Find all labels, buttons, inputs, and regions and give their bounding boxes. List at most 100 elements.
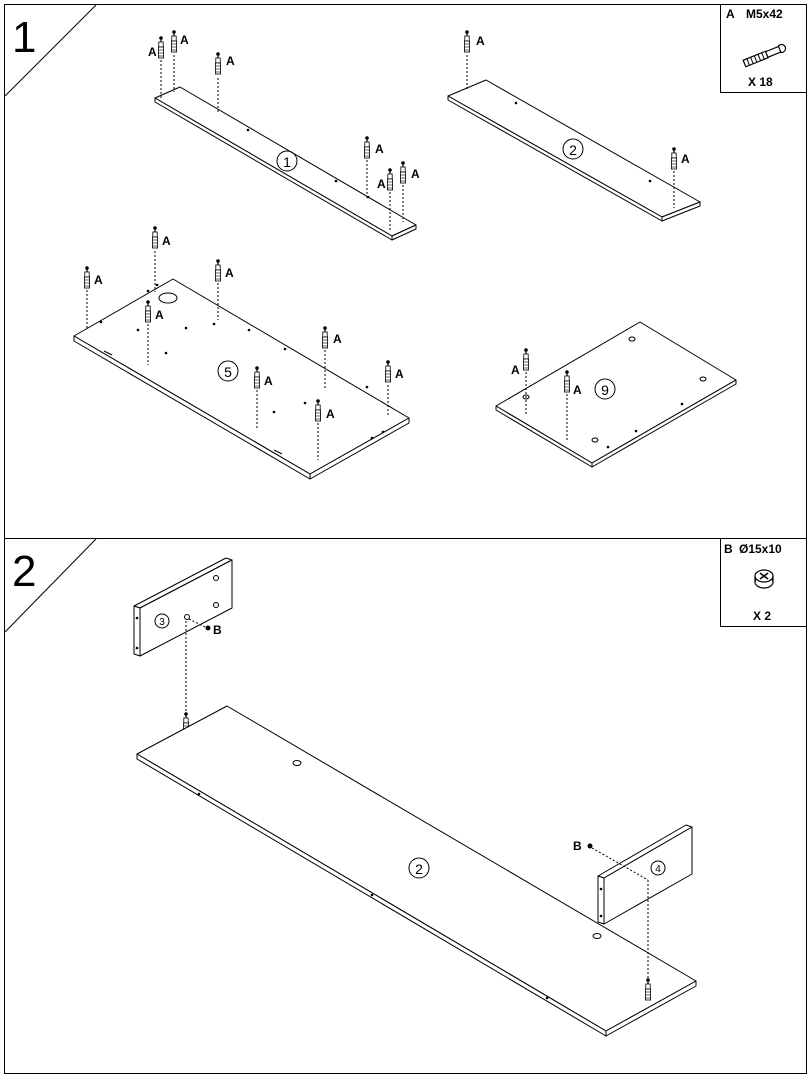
fastener-label: A [155, 308, 164, 322]
panel-1: 1 A A A A A A [148, 29, 420, 241]
cam-lock-icon [754, 569, 774, 589]
fastener-label: A [333, 332, 342, 346]
drill-hole [606, 445, 610, 449]
drill-hole [370, 436, 374, 440]
fastener-label: B [573, 839, 582, 853]
cam-bolt [151, 225, 159, 249]
cam-bolt [214, 51, 222, 75]
drill-hole [334, 179, 338, 183]
part-number: 1 [283, 154, 291, 170]
panel-face [661, 201, 701, 222]
part-letter: A [726, 7, 735, 21]
drill-hole [247, 328, 251, 332]
panel-face [591, 379, 737, 468]
step-number-corner [4, 4, 97, 97]
panel-4: 4 B [573, 824, 693, 1001]
drill-hole [634, 429, 638, 433]
cam-bolt [83, 265, 91, 289]
cam-bolt [670, 146, 678, 170]
fastener-label: A [180, 33, 189, 47]
drill-hole [135, 616, 139, 620]
drill-hole [197, 792, 201, 796]
part-number: 3 [159, 617, 165, 628]
panel-face [154, 97, 393, 241]
part-number: 5 [224, 364, 232, 380]
drill-hole [381, 430, 385, 434]
panel-face [447, 95, 663, 222]
panel-5: 5 A A A A A A A A [73, 225, 410, 480]
panel-2: 2 A A [447, 29, 701, 222]
step-1: 1 A M5x42 X 18 1 [4, 4, 807, 480]
drill-hole [599, 914, 603, 918]
part-number: 9 [601, 382, 609, 398]
cam-bolt [157, 35, 165, 59]
insertion-guide [188, 618, 208, 629]
fastener-label: A [226, 54, 235, 68]
drill-hole [146, 289, 150, 293]
panel-2-shelf: 2 [136, 705, 697, 1037]
fastener-label: A [395, 367, 404, 381]
part-box-a: A M5x42 X 18 [720, 4, 807, 93]
drill-hole [136, 328, 140, 332]
cam-bolt [384, 359, 392, 383]
drill-hole [155, 283, 159, 287]
cam-bolt [363, 135, 371, 159]
drill-hole [283, 347, 287, 351]
fastener-label: A [411, 167, 420, 181]
cam-bolt [399, 160, 407, 184]
drill-hole [184, 326, 188, 330]
drill-hole [99, 320, 103, 324]
drill-hole [303, 401, 307, 405]
fastener-label: A [573, 383, 582, 397]
fastener-label: A [225, 266, 234, 280]
step-2: 2 B Ø15x10 X 2 3 [4, 538, 807, 1037]
panel-9: 9 A A [495, 321, 737, 468]
part-quantity: X 2 [753, 609, 771, 623]
part-number: 4 [655, 864, 661, 875]
fastener-label: A [326, 407, 335, 421]
drill-hole [599, 887, 603, 891]
panel-face [597, 875, 605, 925]
fastener-label: A [375, 142, 384, 156]
fastener-label: A [377, 177, 386, 191]
drill-hole [648, 179, 652, 183]
drill-hole [514, 101, 518, 105]
step-number-corner [4, 538, 97, 633]
part-number: 2 [415, 861, 423, 877]
cam-bolt-icon [742, 43, 787, 68]
part-spec: M5x42 [746, 7, 783, 21]
fastener-label: A [94, 273, 103, 287]
drill-hole [246, 128, 250, 132]
cam-bolt [321, 325, 329, 349]
fastener-label: A [681, 152, 690, 166]
step-number: 2 [12, 547, 36, 596]
panel-face [133, 605, 141, 657]
panel-3: 3 B [133, 557, 233, 735]
fastener-label: A [148, 45, 157, 59]
part-quantity: X 18 [748, 75, 773, 89]
part-box-b: B Ø15x10 X 2 [720, 538, 807, 627]
cam-bolt [463, 29, 471, 53]
drill-hole [135, 646, 139, 650]
fastener-label: A [511, 363, 520, 377]
cam-bolt [386, 167, 394, 191]
drill-hole [272, 410, 276, 414]
cam-bolt [170, 29, 178, 53]
fastener-label: A [476, 34, 485, 48]
panel-face [309, 417, 410, 480]
drill-hole [365, 385, 369, 389]
fastener-label: A [264, 374, 273, 388]
part-spec: Ø15x10 [739, 542, 782, 556]
cam-bolt [214, 258, 222, 282]
part-number: 2 [569, 142, 577, 158]
drill-hole [212, 322, 216, 326]
drill-hole [370, 893, 374, 897]
drill-hole [164, 351, 168, 355]
panel-face [73, 278, 410, 475]
insertion-guide [591, 847, 649, 881]
cam-bolt [522, 347, 530, 371]
fastener-label: B [213, 623, 222, 637]
step-number: 1 [12, 13, 36, 62]
panel-face [605, 980, 697, 1037]
